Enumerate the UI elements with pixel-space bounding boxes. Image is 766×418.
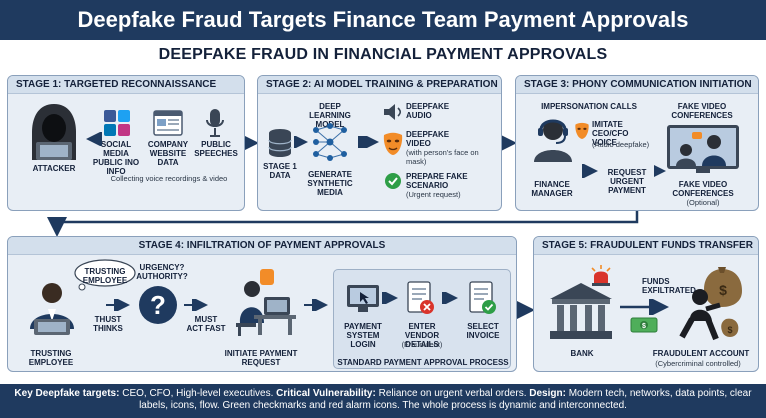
microphone-icon (206, 109, 224, 137)
arrow-data-to-model (294, 136, 308, 148)
footer-vulnerability-text: Reliance on urgent verbal orders. (375, 388, 530, 399)
deepfake-video-label: DEEPFAKE VIDEO (406, 130, 450, 148)
deepfake-video-note: (with person's face on mask) (406, 148, 479, 166)
payment-login-label: PAYMENT SYSTEM LOGIN (344, 322, 382, 349)
imitate-voice-note: (Audio deepfake) (592, 140, 650, 149)
stage-1-title: STAGE 1: TARGETED RECONNAISSANCE (8, 76, 244, 94)
thief-money-bag-icon: $ $ (679, 267, 742, 341)
fraudulent-account-note: (Cybercriminal controlled) (655, 359, 741, 368)
request-payment-label: REQUEST URGENT PAYMENT (607, 168, 647, 195)
arrow-model-to-outputs (358, 136, 379, 148)
arrow-request-to-conference (654, 164, 666, 178)
question-mark-icon: ? (139, 286, 177, 324)
footer-banner: Key Deepfake targets: CEO, CFO, High-lev… (0, 384, 766, 418)
hooded-attacker-icon (32, 104, 76, 160)
footer-targets-text: CEO, CFO, High-level executives. (119, 388, 277, 399)
thought-bubble-icon (74, 259, 136, 291)
synthetic-media-label: GENERATE SYNTHETIC MEDIA (307, 170, 353, 197)
stage-4-panel: STAGE 4: INFILTRATION OF PAYMENT APPROVA… (7, 236, 517, 372)
cash-icon: $ (630, 317, 658, 333)
arrow-desk-to-process (304, 299, 328, 311)
funds-exfiltrated-label: FUNDS EXFILTRATED (642, 277, 696, 295)
stage1-data-label: STAGE 1 DATA (263, 162, 297, 180)
impersonation-calls-label: IMPERSONATION CALLS (541, 102, 637, 111)
red-alarm-icon (591, 265, 611, 286)
employee-laptop-icon (30, 283, 74, 335)
fraudulent-account-label: FRAUDULENT ACCOUNT (652, 349, 750, 358)
bank-label: BANK (570, 349, 594, 358)
green-check-icon (385, 173, 401, 189)
footer-key-targets: Key Deepfake targets: (14, 388, 120, 399)
arrow-login-to-vendor (382, 292, 398, 304)
login-screen-icon (347, 285, 379, 312)
main-heading: DEEPFAKE FRAUD IN FINANCIAL PAYMENT APPR… (158, 46, 608, 63)
stage-5-panel: STAGE 5: FRAUDULENT FUNDS TRANSFER BANK … (533, 236, 759, 372)
imitate-voice-label: IMITATE CEO/CFO VOICE (592, 120, 629, 147)
stage-2-title: STAGE 2: AI MODEL TRAINING & PREPARATION (258, 76, 501, 94)
video-conferences-bottom-label: FAKE VIDEO CONFERENCES (672, 180, 734, 198)
stage-4-title: STAGE 4: INFILTRATION OF PAYMENT APPROVA… (8, 237, 516, 255)
bubble-text: TRUSTING EMPLOYEE (82, 267, 128, 285)
finance-manager-label: FINANCE MANAGER (531, 180, 573, 198)
social-media-label: SOCIAL MEDIA PUBLIC INO INFO (92, 140, 140, 176)
svg-text:$: $ (727, 325, 732, 335)
mask-icon (383, 132, 403, 155)
fake-scenario-label: PREPARE FAKE SCENARIO (406, 172, 468, 190)
vendor-details-label: ENTER VENDOR DETAILS (404, 322, 440, 349)
select-invoice-label: SELECT INVOICE (466, 322, 500, 340)
stage-3-title: STAGE 3: PHONY COMMUNICATION INITIATION (516, 76, 758, 94)
arrow-call-to-request (582, 164, 598, 178)
arrow-sources-to-attacker (86, 132, 102, 146)
arrow-vendor-to-invoice (442, 292, 458, 304)
public-speeches-label: PUBLIC SPEECHES (194, 140, 238, 158)
vendor-form-alert-icon (407, 281, 434, 314)
video-conferences-note: (Optional) (686, 198, 720, 207)
footer-design-text: Modern tech, networks, data points, clea… (139, 388, 752, 411)
arrow-employee-to-question (106, 299, 130, 311)
video-conference-icon (667, 125, 739, 173)
svg-text:$: $ (719, 282, 727, 298)
bank-building-icon (550, 283, 612, 339)
svg-text:?: ? (150, 290, 166, 320)
stage-3-panel: STAGE 3: PHONY COMMUNICATION INITIATION … (515, 75, 759, 211)
company-website-icon (153, 110, 183, 136)
stage-5-title: STAGE 5: FRAUDULENT FUNDS TRANSFER (534, 237, 758, 255)
payment-process-box: PAYMENT SYSTEM LOGIN ENTER VENDOR DETAIL… (333, 269, 511, 369)
svg-text:$: $ (642, 323, 646, 330)
arrow-bank-to-thief (620, 299, 669, 315)
headset-operator-icon (534, 119, 572, 162)
neural-network-icon (313, 123, 347, 161)
must-act-fast-label: MUST ACT FAST (186, 315, 226, 333)
thust-thinks-label: THUST THINKS (93, 315, 123, 333)
stage-2-panel: STAGE 2: AI MODEL TRAINING & PREPARATION… (257, 75, 502, 211)
urgency-question-label: URGENCY? AUTHORITY? (136, 263, 188, 281)
trusting-employee-label: TRUSTING EMPLOYEE (28, 349, 74, 367)
vendor-details-note: (Fraudulent) (401, 340, 443, 349)
top-banner: Deepfake Fraud Targets Finance Team Paym… (0, 0, 766, 40)
stage-1-panel: STAGE 1: TARGETED RECONNAISSANCE ATTACKE… (7, 75, 245, 211)
social-media-icon (104, 110, 130, 136)
initiate-payment-label: INITIATE PAYMENT REQUEST (224, 349, 298, 367)
footer-key-vulnerability: Critical Vulnerability: (276, 388, 376, 399)
company-website-label: COMPANY WEBSITE DATA (147, 140, 189, 167)
database-icon (268, 129, 292, 157)
desk-worker-icon (236, 269, 296, 336)
deepfake-audio-label: DEEPFAKE AUDIO (406, 102, 450, 120)
video-conferences-top-label: FAKE VIDEO CONFERENCES (671, 102, 733, 120)
attacker-label: ATTACKER (32, 164, 76, 173)
footer-key-design: Design: (529, 388, 566, 399)
speaker-icon (384, 104, 402, 120)
standard-process-label: STANDARD PAYMENT APPROVAL PROCESS (337, 358, 509, 367)
arrow-stage3-to-4 (47, 211, 639, 237)
arrow-question-to-desk (184, 299, 208, 311)
orange-mask-icon (575, 122, 589, 139)
fake-scenario-note: (Urgent request) (406, 190, 461, 199)
invoice-check-icon (469, 281, 496, 314)
collecting-note: Collecting voice recordings & video (110, 174, 228, 183)
